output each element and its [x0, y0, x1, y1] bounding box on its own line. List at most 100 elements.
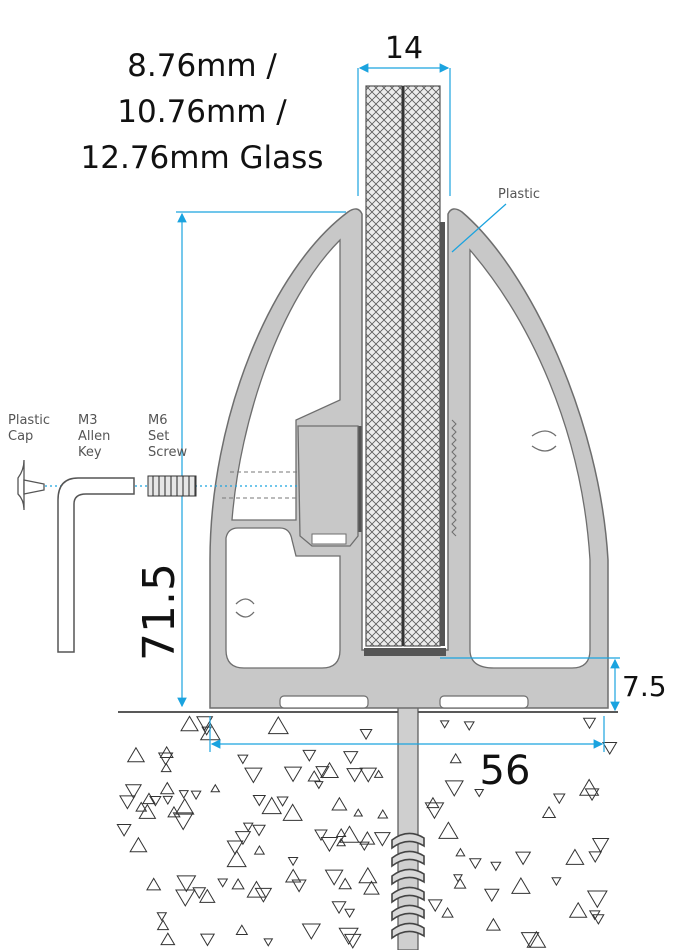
aggregate-mark	[441, 906, 454, 918]
aggregate-mark	[592, 914, 605, 925]
plastic-cap-part	[17, 459, 45, 511]
aggregate-mark	[160, 762, 172, 773]
title-line-2: 10.76mm /	[117, 94, 287, 130]
concrete-base	[116, 711, 618, 949]
aggregate-mark	[588, 851, 603, 864]
aggregate-mark	[568, 901, 588, 918]
aggregate-mark	[149, 795, 162, 807]
aggregate-mark	[331, 796, 348, 811]
aluminium-profile	[209, 208, 609, 709]
aggregate-mark	[226, 840, 244, 856]
aggregate-mark	[156, 912, 168, 922]
right-cavity	[469, 248, 591, 669]
aggregate-mark	[315, 766, 330, 779]
aggregate-mark	[302, 749, 317, 762]
aggregate-mark	[261, 796, 283, 815]
dimension-lines	[30, 63, 620, 752]
aggregate-mark	[119, 795, 136, 810]
aggregate-mark	[172, 812, 194, 831]
aggregate-mark	[319, 761, 340, 779]
aggregate-mark	[338, 927, 359, 946]
aggregate-mark	[159, 745, 174, 759]
aggregate-mark	[439, 720, 450, 729]
aggregate-mark	[282, 803, 303, 821]
aggregate-mark	[584, 788, 600, 802]
aggregate-mark	[353, 808, 364, 817]
aggregate-mark	[116, 823, 132, 837]
aggregate-mark	[307, 770, 321, 782]
aggregate-mark	[234, 831, 252, 846]
aggregate-mark	[124, 784, 143, 799]
aggregate-mark	[582, 717, 597, 730]
aggregate-mark	[217, 878, 229, 888]
cap-label-2: Cap	[8, 429, 33, 444]
glass-panel	[365, 85, 441, 647]
aggregate-mark	[135, 801, 148, 812]
aggregate-mark	[358, 866, 378, 884]
key-label-1: M3	[78, 413, 98, 428]
aggregate-mark	[424, 802, 445, 820]
title-line-3: 12.76mm Glass	[81, 140, 324, 176]
aggregate-mark	[180, 715, 199, 732]
aggregate-mark	[453, 874, 463, 883]
aggregate-mark	[578, 778, 600, 796]
aggregate-mark	[320, 836, 339, 853]
aggregate-mark	[377, 809, 389, 819]
aggregate-mark	[267, 716, 289, 735]
aggregate-mark	[336, 837, 347, 847]
aggregate-mark	[242, 822, 254, 832]
aggregate-mark	[453, 877, 467, 889]
aggregate-mark	[159, 781, 175, 795]
aggregate-mark	[520, 932, 540, 949]
aggregate-mark	[301, 923, 322, 940]
screw-label-2: Set	[148, 429, 169, 444]
aggregate-mark	[178, 790, 190, 799]
aggregate-mark	[175, 889, 196, 907]
title-line-1: 8.76mm /	[127, 48, 277, 84]
aggregate-mark	[338, 877, 353, 890]
aggregate-mark	[244, 767, 263, 784]
plastic-label: Plastic	[498, 187, 540, 202]
aggregate-mark	[449, 752, 462, 764]
aggregate-mark	[474, 788, 485, 798]
left-lower-cavity	[225, 527, 341, 669]
aggregate-mark	[514, 851, 532, 866]
aggregate-mark	[129, 836, 148, 853]
aggregate-mark	[199, 888, 216, 903]
aggregate-mark	[331, 901, 347, 915]
aggregate-mark	[167, 805, 181, 818]
aggregate-mark	[463, 721, 475, 731]
allen-key-part	[57, 477, 135, 653]
left-upper-cavity	[231, 238, 341, 521]
aggregate-mark	[591, 838, 610, 853]
aggregate-mark	[284, 868, 302, 883]
aggregate-mark	[157, 752, 174, 766]
aggregate-mark	[363, 880, 380, 895]
aggregate-mark	[438, 821, 459, 839]
aggregate-mark	[490, 861, 502, 872]
aggregate-mark	[339, 825, 360, 843]
aggregate-mark	[210, 783, 221, 793]
aggregate-mark	[263, 938, 274, 947]
aggregate-mark	[343, 933, 362, 949]
aggregate-mark	[358, 841, 370, 852]
key-label-2: Allen	[78, 429, 110, 444]
base-offset-label: 7.5	[622, 670, 667, 703]
aggregate-mark	[174, 797, 195, 815]
aggregate-mark	[276, 796, 289, 807]
cap-label-1: Plastic	[8, 413, 50, 428]
base-width-label: 56	[480, 748, 531, 794]
aggregate-mark	[444, 780, 464, 797]
aggregate-mark	[160, 932, 176, 946]
screw-thread	[391, 832, 425, 940]
aggregate-mark	[283, 766, 303, 783]
aggregate-mark	[455, 847, 466, 857]
aggregate-mark	[146, 877, 162, 891]
aggregate-mark	[314, 829, 328, 842]
aggregate-mark	[359, 767, 378, 783]
aggregate-mark	[359, 831, 376, 845]
aggregate-mark	[126, 746, 146, 763]
aggregate-mark	[346, 768, 364, 783]
aggregate-mark	[324, 869, 344, 886]
